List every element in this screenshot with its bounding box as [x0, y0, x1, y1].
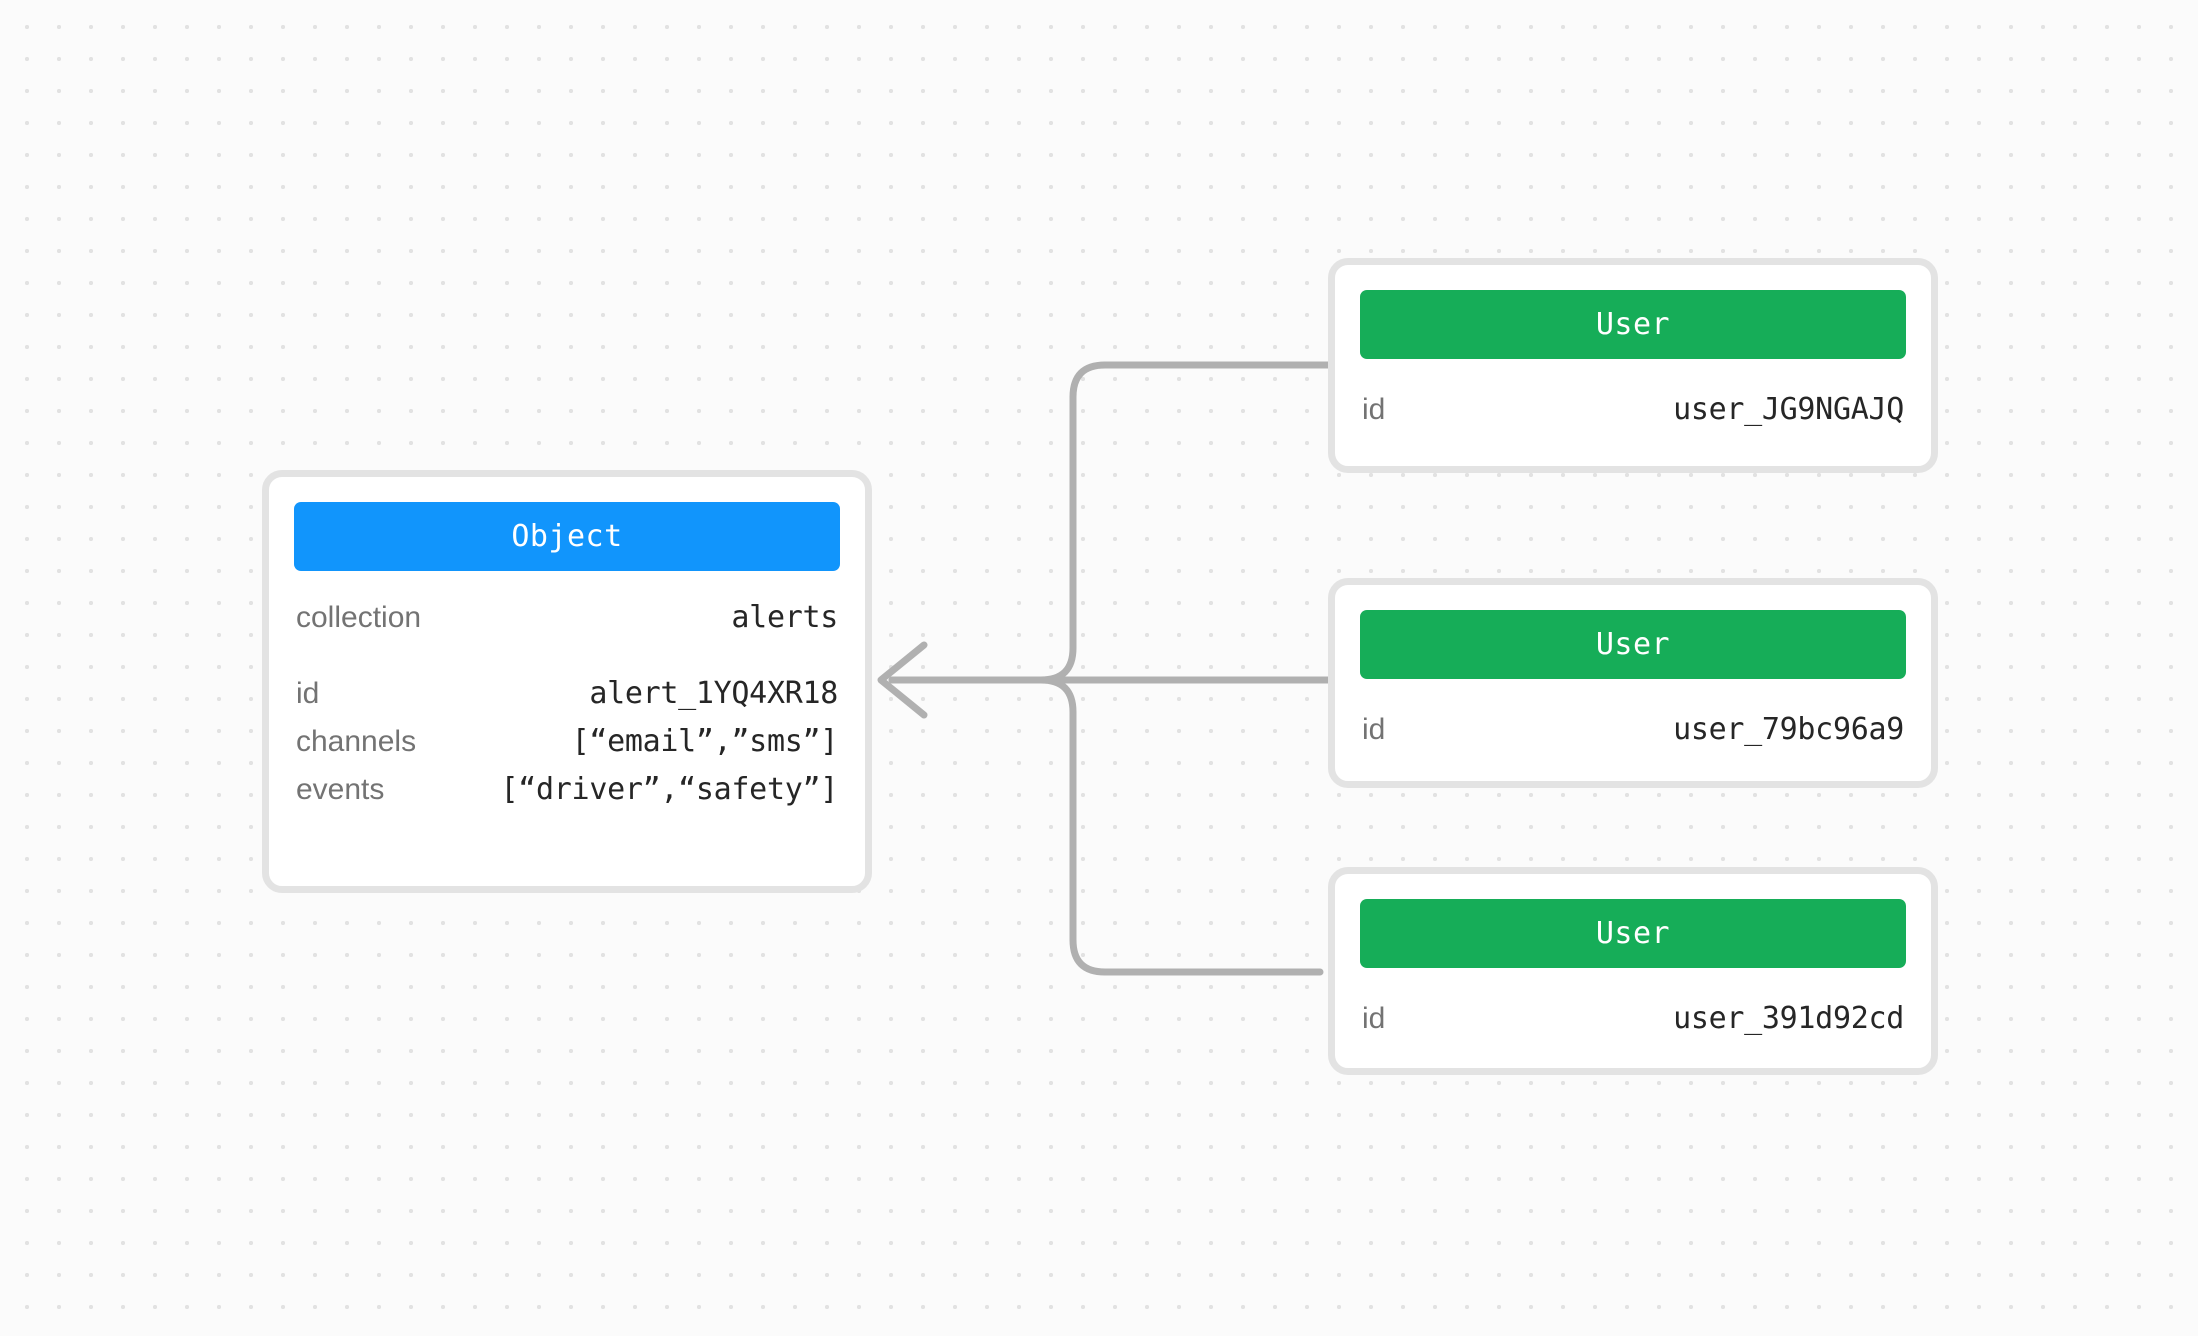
node-user-3[interactable]: User id user_391d92cd — [1328, 867, 1938, 1075]
field-row: id user_391d92cd — [1362, 1004, 1904, 1044]
edge-user1-to-object — [888, 361, 1334, 684]
node-user-1[interactable]: User id user_JG9NGAJQ — [1328, 258, 1938, 473]
field-key: id — [296, 677, 320, 710]
field-value: [“driver”,“safety”] — [500, 772, 839, 807]
field-value: user_JG9NGAJQ — [1673, 392, 1904, 427]
field-key: collection — [296, 601, 422, 634]
field-key: id — [1362, 393, 1386, 426]
node-user-2-body: id user_79bc96a9 — [1335, 679, 1931, 781]
field-row: collection alerts — [296, 603, 838, 679]
field-value: user_79bc96a9 — [1673, 712, 1904, 747]
node-user-3-type-label: User — [1360, 899, 1906, 968]
field-row: id user_JG9NGAJQ — [1362, 395, 1904, 435]
field-row: id alert_1YQ4XR18 — [296, 679, 838, 727]
node-object-body: collection alerts id alert_1YQ4XR18 chan… — [269, 571, 865, 886]
node-user-2-type-label: User — [1360, 610, 1906, 679]
field-value: alerts — [731, 600, 838, 635]
field-value: [“email”,”sms”] — [571, 724, 839, 759]
field-row: events [“driver”,“safety”] — [296, 775, 838, 823]
field-key: id — [1362, 713, 1386, 746]
node-object-type-label: Object — [294, 502, 840, 571]
node-user-1-body: id user_JG9NGAJQ — [1335, 359, 1931, 466]
edge-user3-to-object — [888, 676, 1324, 976]
node-user-2[interactable]: User id user_79bc96a9 — [1328, 578, 1938, 788]
node-object-primary-fields: collection alerts — [296, 603, 838, 679]
node-user-3-body: id user_391d92cd — [1335, 968, 1931, 1068]
field-key: channels — [296, 725, 417, 758]
node-user-1-type-label: User — [1360, 290, 1906, 359]
field-value: alert_1YQ4XR18 — [589, 676, 838, 711]
edge-arrowhead-icon — [877, 641, 928, 719]
field-row: channels [“email”,”sms”] — [296, 727, 838, 775]
node-object-secondary-fields: id alert_1YQ4XR18 channels [“email”,”sms… — [296, 679, 838, 823]
node-object[interactable]: Object collection alerts id alert_1YQ4XR… — [262, 470, 872, 893]
field-key: id — [1362, 1002, 1386, 1035]
field-key: events — [296, 773, 385, 806]
field-row: id user_79bc96a9 — [1362, 715, 1904, 755]
field-value: user_391d92cd — [1673, 1001, 1904, 1036]
